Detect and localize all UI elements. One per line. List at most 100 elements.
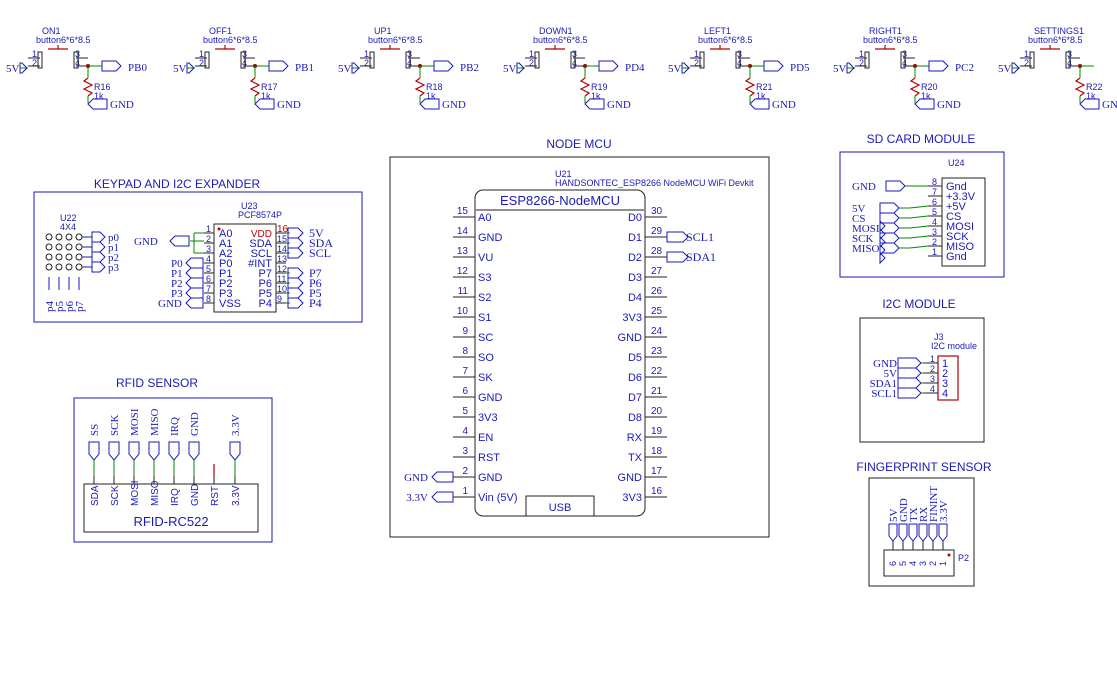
pin-label: S1 (478, 312, 491, 324)
resistor (1074, 77, 1086, 97)
net-flag (186, 62, 195, 74)
pin-number: 6 (206, 274, 211, 284)
pin-number: 17 (651, 466, 663, 477)
net-flag (888, 523, 898, 542)
net-flag (928, 523, 938, 542)
pin-label: +3.3V (946, 191, 976, 203)
pin-label: D2 (628, 252, 642, 264)
pin-number: 1 (199, 49, 204, 59)
net-flag (666, 231, 689, 243)
pin-number: 14 (277, 244, 287, 254)
net-flag (287, 247, 304, 259)
pin-label: SDA (249, 238, 272, 250)
button-contact (204, 51, 210, 69)
net-flag (188, 441, 200, 461)
keypad-key (75, 243, 83, 251)
fingerprint-section: FINGERPRINT SENSORP25VGNDTXRXFININT3.3V6… (856, 460, 992, 587)
net-flag (1079, 98, 1100, 110)
section-frame (389, 156, 770, 538)
mcu-chip-name: ESP8266-NodeMCU (500, 193, 620, 208)
rfid-pin-label: MISO (150, 480, 161, 506)
pin-label: 1 (942, 358, 948, 370)
pin-number: 2 (930, 364, 935, 374)
pin-label: TX (628, 452, 643, 464)
net-flag (287, 287, 304, 299)
input-net-label: 5V (173, 63, 187, 75)
gnd-label: GND (277, 99, 301, 111)
net-flag (433, 60, 454, 72)
usb-label: USB (549, 502, 572, 514)
input-net-label: 5V (338, 63, 352, 75)
pin-number: 3 (932, 227, 937, 237)
net-flag (879, 222, 900, 234)
net-flag (185, 277, 204, 289)
pin-number: 10 (277, 284, 287, 294)
usb-connector (525, 495, 595, 517)
resistor-ref: R18 (426, 82, 443, 92)
fp-net-label: 5V (888, 509, 900, 523)
resistor (82, 77, 94, 97)
i2c-body (937, 355, 959, 401)
pin-label: Gnd (946, 251, 967, 263)
pin-number: 3 (930, 374, 935, 384)
pin-number: 4 (930, 384, 935, 394)
button-contact (1029, 51, 1035, 69)
keypad-key (75, 253, 83, 261)
net-flag (88, 441, 100, 461)
pin-label: SO (478, 352, 494, 364)
button-ref: SETTINGS1 (1034, 26, 1084, 36)
pin-label: 3V3 (622, 492, 642, 504)
pin-number: 2 (32, 58, 37, 68)
net-label: 3.3V (406, 492, 428, 504)
fp-net-label: RX (918, 507, 930, 522)
pin-number: 19 (651, 426, 663, 437)
input-net-label: 5V (998, 63, 1012, 75)
keypad-key (55, 263, 63, 271)
wire (909, 215, 929, 219)
button-contact (73, 51, 79, 69)
pin-label: SC (478, 332, 493, 344)
fp-net-label: GND (898, 498, 910, 522)
rfid-net-label: MISO (149, 408, 161, 436)
pin-number: 20 (651, 406, 663, 417)
pin-number: 8 (462, 346, 468, 357)
pin-number: 2 (694, 58, 699, 68)
net-flag (897, 377, 922, 389)
pin-label: D5 (628, 352, 642, 364)
input-net-label: 5V (503, 63, 517, 75)
expander-value: PCF8574P (238, 210, 282, 220)
pin-number: 1 (364, 49, 369, 59)
pin-number: 2 (932, 237, 937, 247)
button-contact (864, 51, 870, 69)
net-label: P4 (309, 296, 322, 310)
net-flag (897, 367, 922, 379)
button-ref: UP1 (374, 26, 392, 36)
pin-label: 4 (942, 388, 948, 400)
keypad-col-net: p4 (44, 301, 56, 313)
pin-number: 1 (462, 486, 468, 497)
pin-number: 2 (859, 58, 864, 68)
net-flag (419, 98, 440, 110)
button-ref: DOWN1 (539, 26, 573, 36)
pin-number: 18 (651, 446, 663, 457)
pin-number: 1 (32, 49, 37, 59)
expander-ref: U23 (241, 201, 258, 211)
pin-label: 3V3 (478, 412, 498, 424)
pin-label: D0 (628, 212, 642, 224)
net-label: P3 (171, 288, 183, 300)
net-label: SDA1 (686, 250, 716, 264)
net-label: GND (852, 181, 876, 193)
wire (909, 245, 929, 249)
pin-number: 7 (932, 187, 937, 197)
keypad-value: 4X4 (60, 222, 76, 232)
button-contact (240, 51, 246, 69)
pin-label: SCK (946, 231, 969, 243)
keypad-section: KEYPAD AND I2C EXPANDERU224X4p0p1p2p3p4p… (33, 177, 363, 323)
button-value: button6*6*8.5 (203, 35, 258, 45)
net-flag (749, 98, 770, 110)
resistor-ref: R21 (756, 82, 773, 92)
resistor-ref: R20 (921, 82, 938, 92)
